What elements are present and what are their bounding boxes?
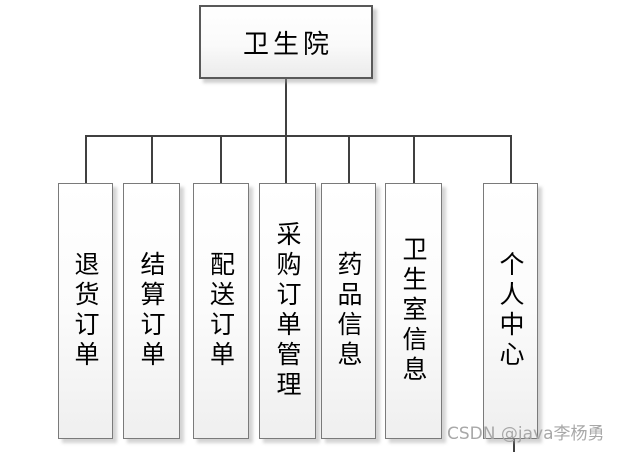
node-health-center: 卫生院 xyxy=(199,5,373,79)
connector-drop-6 xyxy=(413,135,415,183)
connector-drop-5 xyxy=(348,135,350,183)
connector-drop-7 xyxy=(510,135,512,183)
node-purchase-order-management-label: 采购订单管理 xyxy=(273,221,302,401)
connector-drop-1 xyxy=(85,135,87,183)
connector-root-stem xyxy=(285,78,287,136)
node-clinic-information: 卫生室信息 xyxy=(385,183,442,439)
connector-drop-2 xyxy=(151,135,153,183)
node-delivery-orders-label: 配送订单 xyxy=(206,251,236,371)
node-settlement-orders-label: 结算订单 xyxy=(137,251,166,371)
node-drug-information-label: 药品信息 xyxy=(334,251,363,371)
connector-drop-3 xyxy=(220,135,222,183)
node-return-orders: 退货订单 xyxy=(58,183,113,439)
node-drug-information: 药品信息 xyxy=(321,183,376,439)
node-purchase-order-management: 采购订单管理 xyxy=(259,183,316,439)
watermark: CSDN @java李杨勇 xyxy=(447,424,605,444)
connector-drop-4 xyxy=(285,135,287,183)
node-clinic-information-label: 卫生室信息 xyxy=(399,236,428,386)
node-personal-center-label: 个人中心 xyxy=(496,251,525,371)
node-personal-center: 个人中心 xyxy=(483,183,538,439)
node-health-center-label: 卫生院 xyxy=(242,29,333,60)
node-return-orders-label: 退货订单 xyxy=(71,251,100,371)
node-settlement-orders: 结算订单 xyxy=(123,183,180,439)
connector-bottom-stub xyxy=(513,439,515,452)
node-delivery-orders: 配送订单 xyxy=(193,183,249,439)
connector-horizontal-bar xyxy=(85,135,512,137)
